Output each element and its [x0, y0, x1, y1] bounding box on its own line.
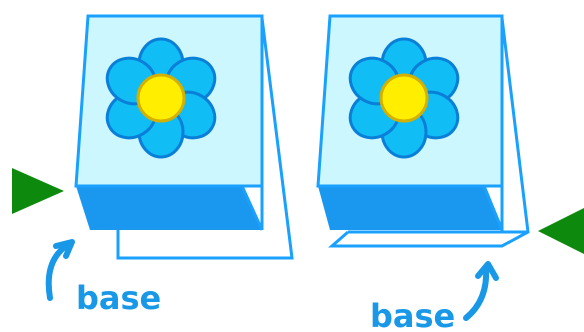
right-base-label: base	[370, 297, 455, 332]
right-base-band	[318, 186, 502, 230]
left-curved-arrow-icon	[45, 239, 75, 301]
left-base-side-line	[240, 185, 264, 231]
left-figure: base	[45, 14, 294, 317]
right-play-marker-icon	[538, 208, 584, 254]
left-base-band	[76, 186, 262, 230]
left-base-label: base	[76, 279, 161, 317]
right-figure: base	[316, 14, 530, 332]
right-base-side-line	[482, 185, 504, 231]
right-curved-arrow-icon	[463, 261, 499, 321]
left-stand-outline	[116, 17, 294, 260]
left-play-marker-icon	[12, 168, 64, 214]
right-stand-outline	[328, 17, 530, 248]
